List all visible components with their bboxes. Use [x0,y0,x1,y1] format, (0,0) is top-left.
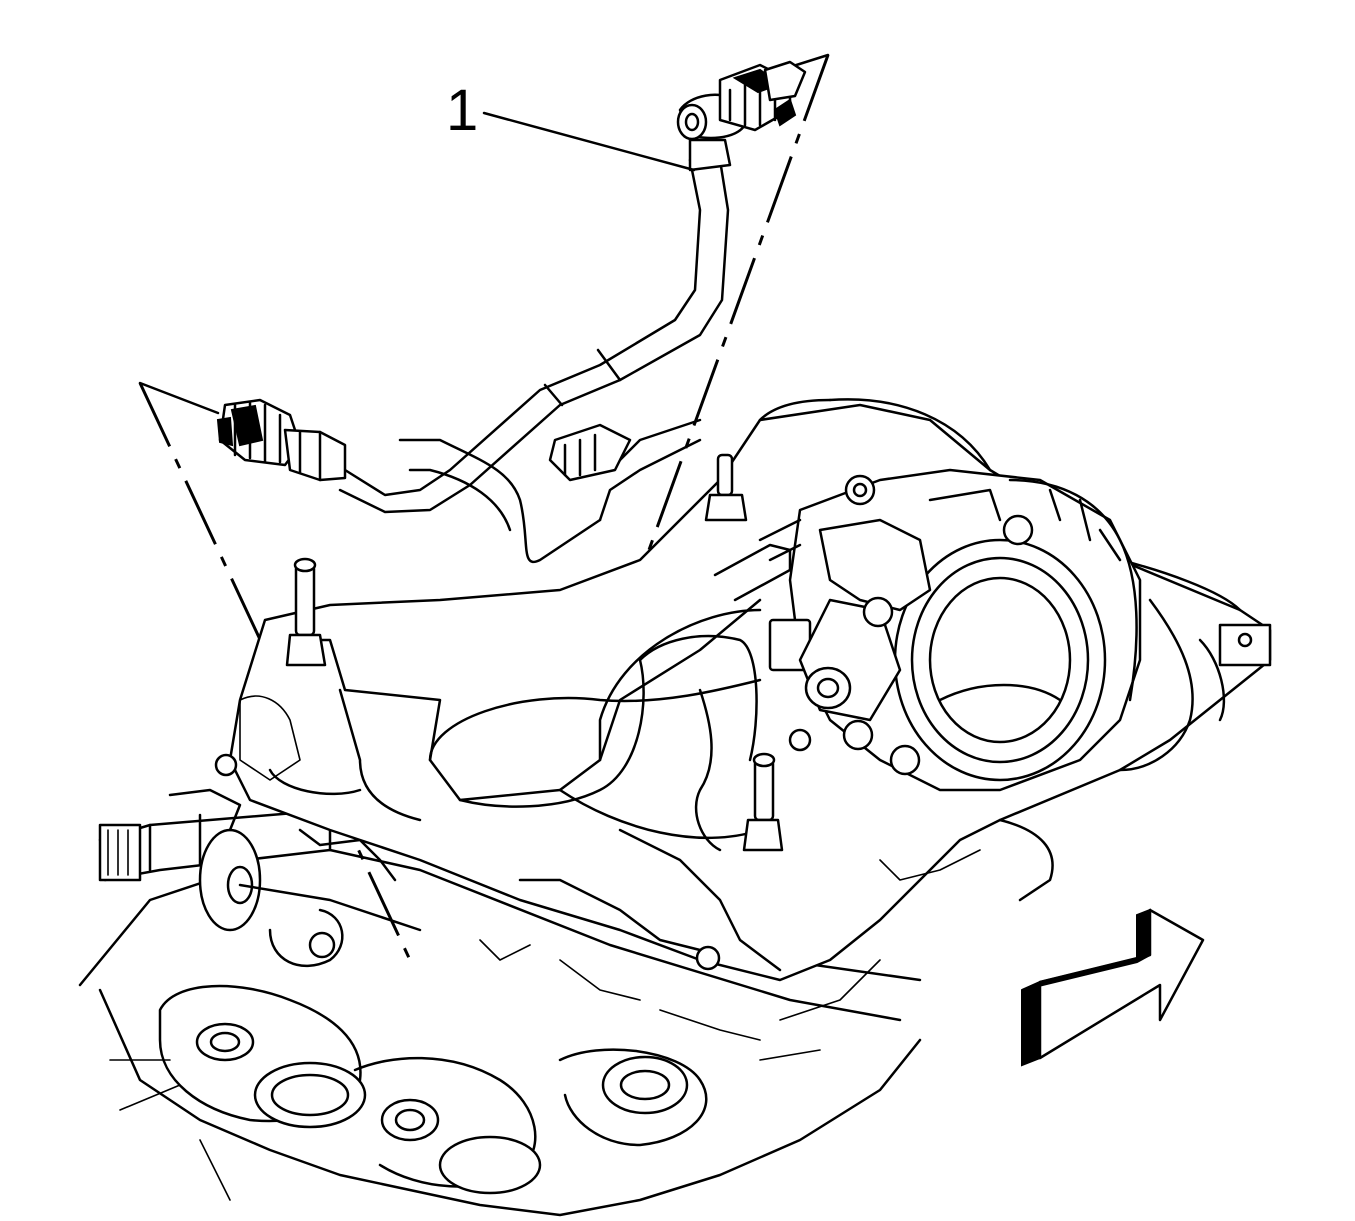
hose-connector-upper [718,60,807,132]
callout-1-label: 1 [446,78,478,143]
sensor-connector [548,423,632,482]
view-direction-arrow [1021,908,1205,1067]
manifold-studs [285,453,784,852]
callout-1: 1 [446,78,696,172]
vent-hose [338,93,747,514]
hose-connector-lower [216,398,347,482]
cylinder-head [78,868,922,1217]
throttle-body [713,468,1142,792]
callout-1-leader [482,111,696,172]
